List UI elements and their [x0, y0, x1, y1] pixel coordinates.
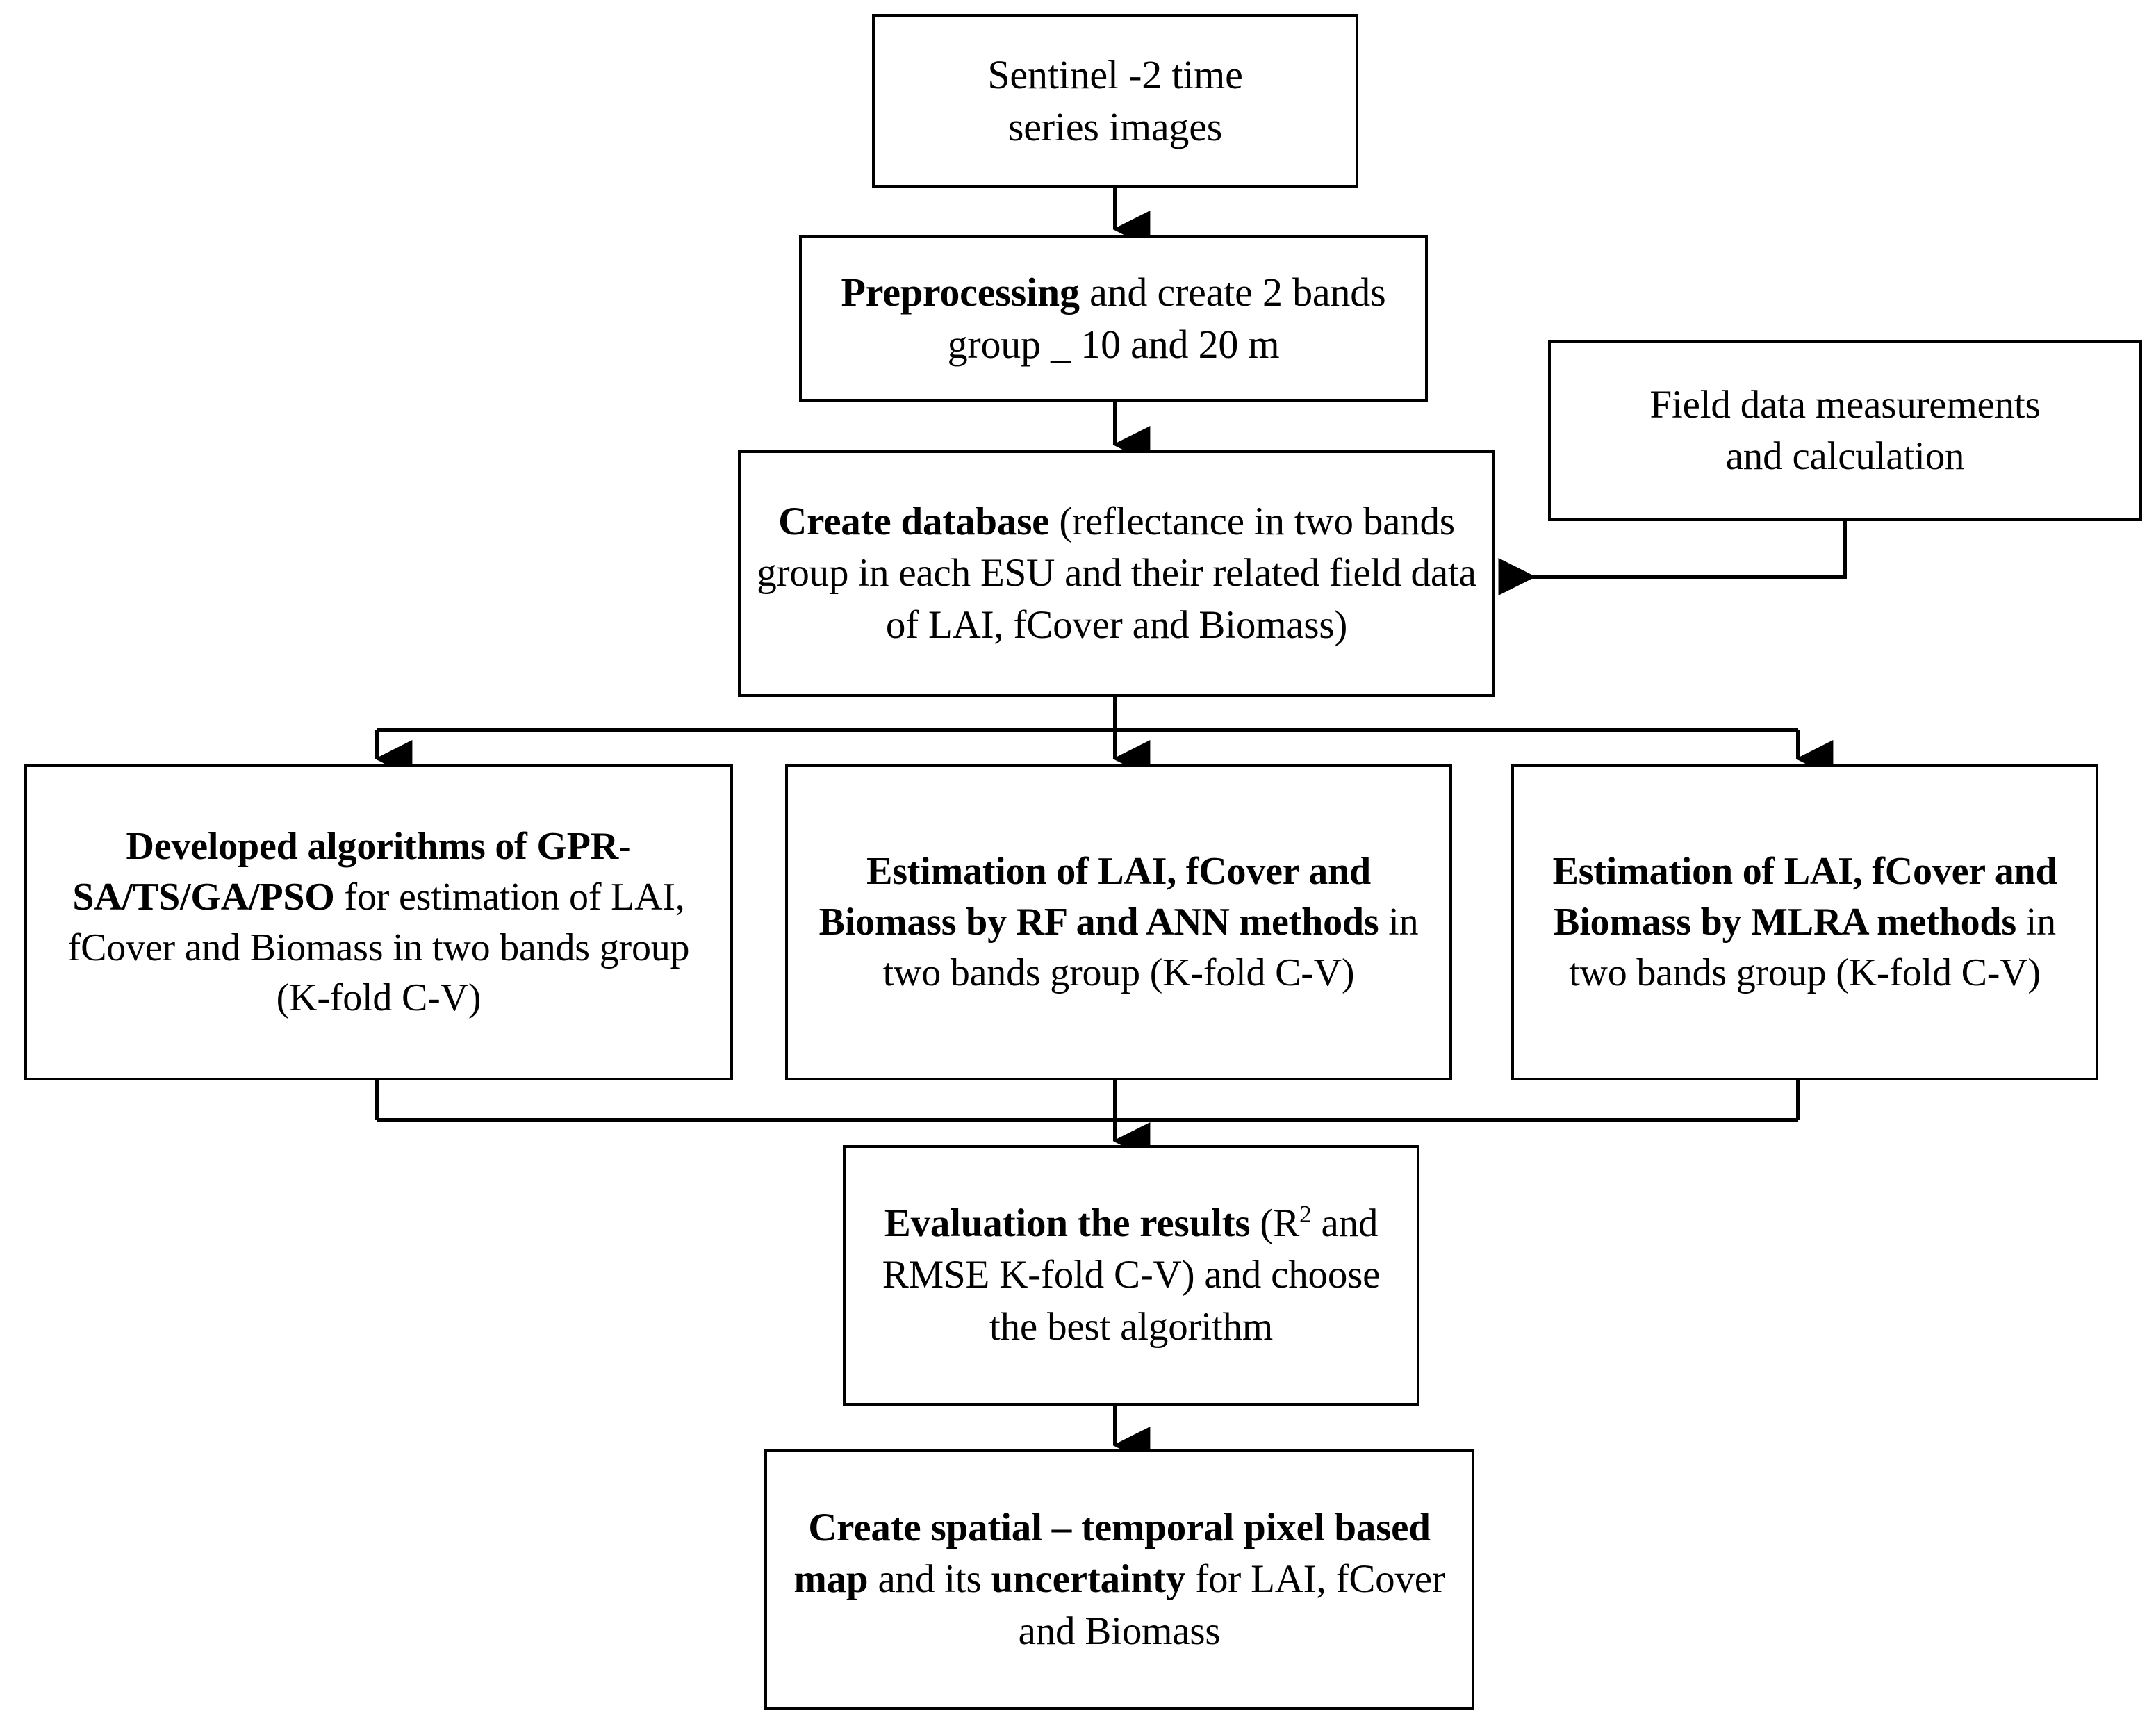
node-mlra-estimation-label: Estimation of LAI, fCover and Biomass by… [1552, 850, 2057, 994]
node-gpr-algorithms-label: Developed algorithms of GPR-SA/TS/GA/PSO… [67, 824, 690, 1020]
node-evaluation-label: Evaluation the results (R2 and RMSE K-fo… [882, 1201, 1381, 1349]
node-evaluation[interactable]: Evaluation the results (R2 and RMSE K-fo… [843, 1145, 1419, 1406]
node-create-map-label: Create spatial – temporal pixel based ma… [793, 1506, 1445, 1653]
node-create-database[interactable]: Create database (reflectance in two band… [738, 450, 1495, 697]
edge-field-database [1498, 521, 1847, 595]
node-preprocessing[interactable]: Preprocessing and create 2 bands group _… [799, 235, 1428, 402]
node-rf-ann-estimation[interactable]: Estimation of LAI, fCover and Biomass by… [785, 764, 1452, 1080]
node-create-database-label: Create database (reflectance in two band… [757, 500, 1476, 647]
node-create-map[interactable]: Create spatial – temporal pixel based ma… [764, 1449, 1474, 1710]
node-preprocessing-label: Preprocessing and create 2 bands group _… [841, 269, 1386, 367]
node-gpr-algorithms[interactable]: Developed algorithms of GPR-SA/TS/GA/PSO… [24, 764, 733, 1080]
r-squared-superscript: 2 [1299, 1201, 1312, 1228]
node-rf-ann-estimation-label: Estimation of LAI, fCover and Biomass by… [818, 850, 1419, 994]
node-mlra-estimation[interactable]: Estimation of LAI, fCover and Biomass by… [1511, 764, 2098, 1080]
